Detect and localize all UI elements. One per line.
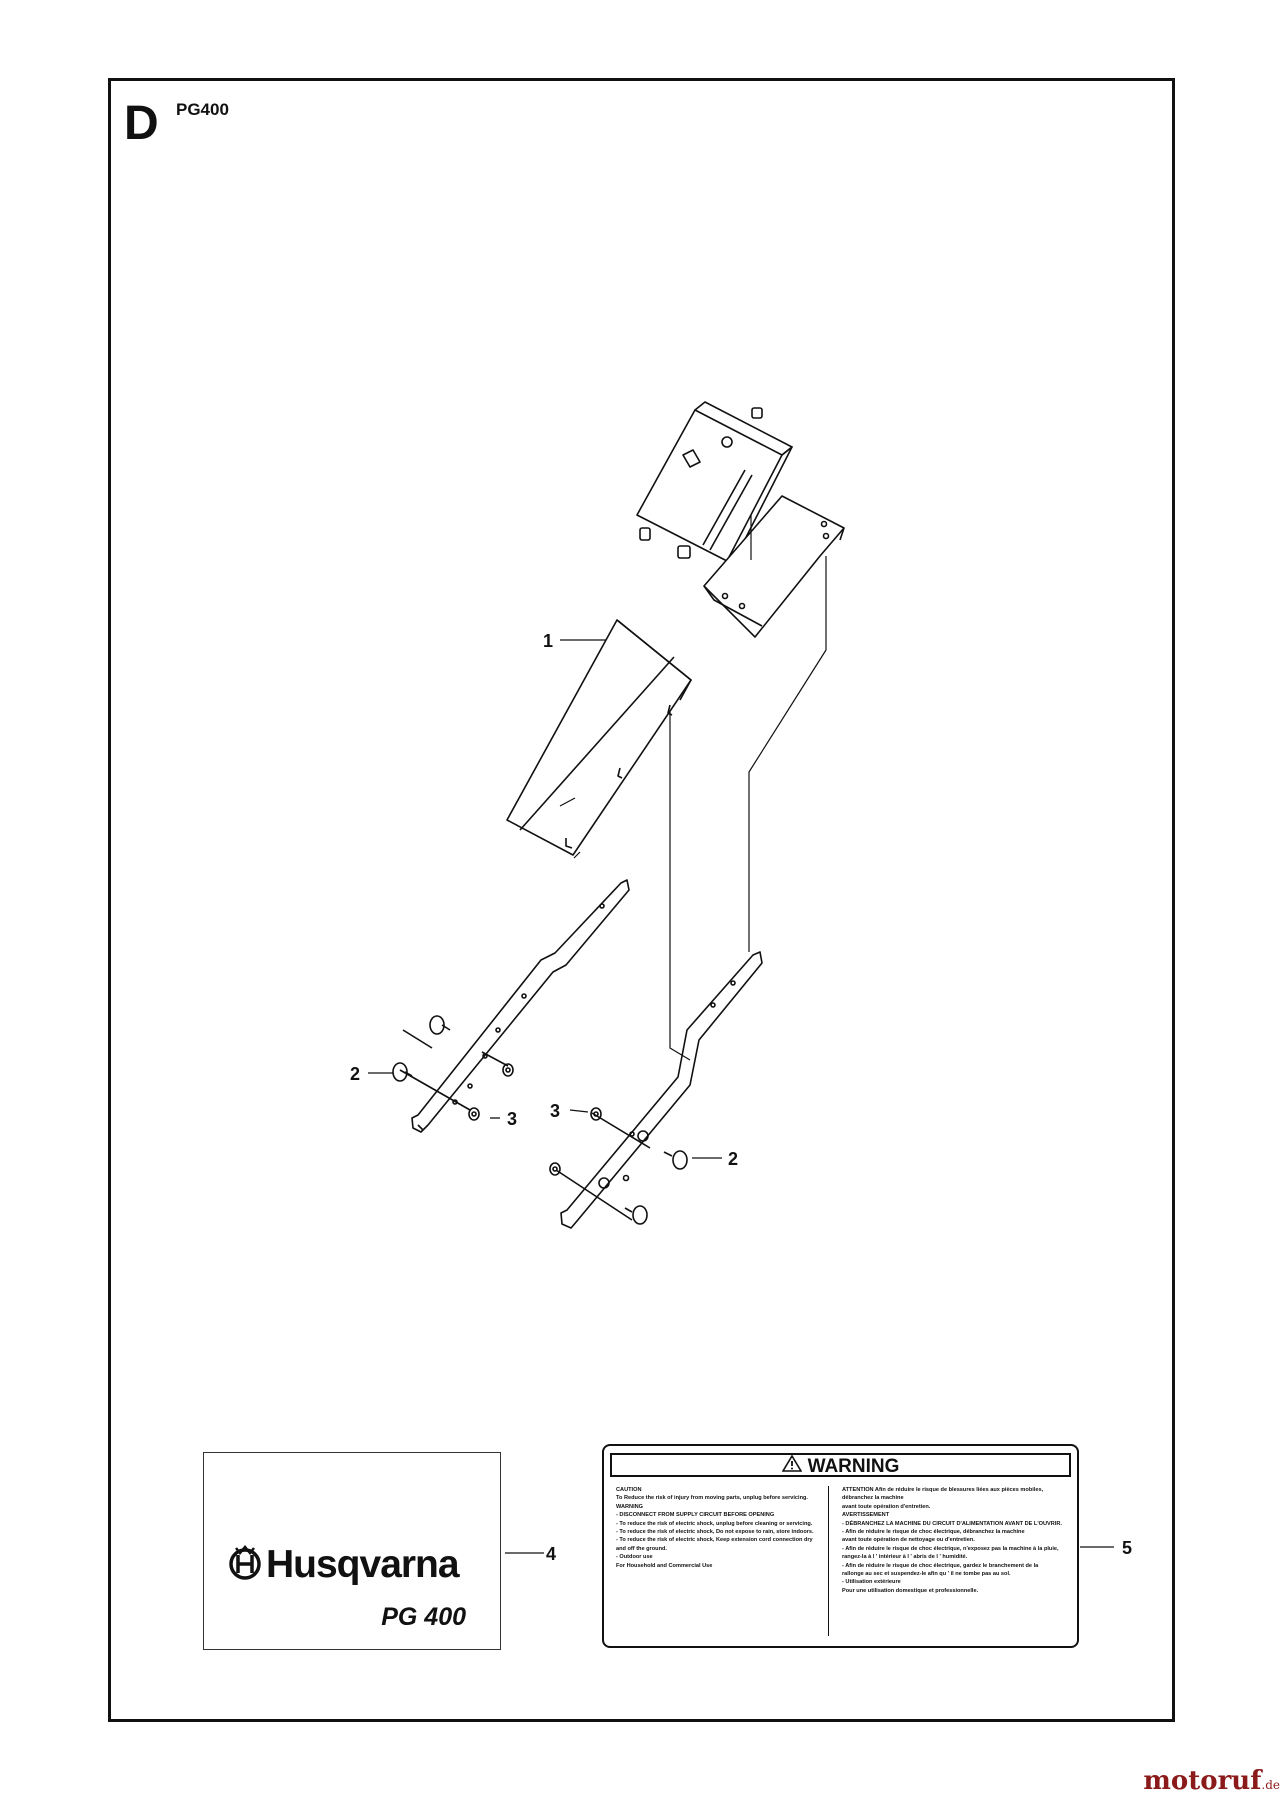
warning-line: Pour une utilisation domestique et profe…: [842, 1587, 979, 1594]
warning-title: WARNING: [807, 1456, 900, 1477]
husqvarna-decal: Husqvarna PG 400: [203, 1452, 501, 1650]
callout-2-right: 2: [728, 1149, 738, 1169]
callout-1: 1: [543, 631, 553, 651]
warning-line: - Afin de réduire le risque de choc élec…: [842, 1545, 1059, 1552]
warning-line: - Afin de réduire le risque de choc élec…: [842, 1529, 1025, 1536]
warning-line: avant toute opération de nettoyage ou d'…: [842, 1537, 975, 1544]
warning-triangle-icon: [781, 1455, 802, 1472]
callout-5: 5: [1122, 1538, 1132, 1558]
decal-model: PG 400: [381, 1603, 466, 1631]
warning-line: - To reduce the risk of electric shock, …: [616, 1537, 813, 1544]
warning-text-english: CAUTION To Reduce the risk of injury fro…: [616, 1486, 828, 1570]
callout-2-left: 2: [350, 1064, 360, 1084]
warning-text-french: ATTENTION Afin de réduire le risque de b…: [842, 1486, 1068, 1595]
warning-line: and off the ground.: [616, 1545, 667, 1552]
diagram-frame: [108, 78, 1175, 1722]
warning-line: - DISCONNECT FROM SUPPLY CIRCUIT BEFORE …: [616, 1512, 775, 1519]
warning-line: débranchez la machine: [842, 1495, 904, 1502]
left-rail: [411, 879, 630, 1133]
warning-line: avant toute opération d'entretien.: [842, 1503, 931, 1510]
warning-line: For Household and Commercial Use: [616, 1562, 713, 1569]
site-suffix: .de: [1261, 1778, 1280, 1792]
assembly-lines: [559, 515, 827, 1061]
mounting-bracket: [703, 495, 845, 638]
warning-line: rallonge au sec et suspendez-le afin qu …: [842, 1571, 1011, 1578]
brand-wordmark: Husqvarna: [228, 1543, 460, 1587]
callout-3-right: 3: [550, 1101, 560, 1121]
cover-part-1: [506, 619, 692, 856]
warning-line: - Utilisation extérieure: [842, 1579, 901, 1586]
warning-line: - Afin de réduire le risque de choc élec…: [842, 1562, 1039, 1569]
warning-line: CAUTION: [616, 1487, 642, 1493]
warning-line: - To reduce the risk of electric shock, …: [616, 1520, 813, 1527]
model-label: PG400: [176, 100, 229, 119]
site-name: motoruf: [1143, 1766, 1262, 1796]
warning-line: AVERTISSEMENT: [842, 1512, 890, 1519]
section-letter: D: [124, 97, 159, 150]
husqvarna-crown-icon: [229, 1545, 261, 1580]
warning-line: - To reduce the risk of electric shock, …: [616, 1529, 814, 1536]
warning-line: - DÉBRANCHEZ LA MACHINE DU CIRCUIT D'ALI…: [842, 1520, 1062, 1527]
callout-3-left: 3: [507, 1109, 517, 1129]
warning-divider: [828, 1486, 829, 1636]
site-watermark: motoruf.de: [1143, 1766, 1280, 1796]
warning-line: - Outdoor use: [616, 1554, 653, 1561]
callout-4: 4: [546, 1544, 556, 1564]
warning-line: WARNING: [616, 1503, 644, 1510]
leader-lines: [368, 639, 1114, 1554]
warning-label: WARNING CAUTION To Reduce the risk of in…: [602, 1444, 1079, 1648]
warning-header: WARNING: [610, 1453, 1071, 1477]
warning-line: ATTENTION Afin de réduire le risque de b…: [842, 1487, 1044, 1493]
warning-line: rangez-la à l ' intérieur à l ' abris de…: [842, 1554, 968, 1561]
warning-line: To Reduce the risk of injury from moving…: [616, 1495, 808, 1502]
bolts-and-washers: [392, 1015, 688, 1225]
brand-name: Husqvarna: [266, 1543, 460, 1586]
right-rail: [560, 951, 763, 1229]
